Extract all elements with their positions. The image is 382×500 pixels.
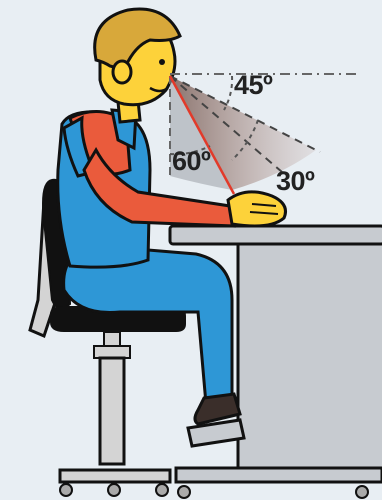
- ear: [113, 61, 131, 83]
- shoe: [195, 394, 240, 424]
- chair-caster: [60, 484, 72, 496]
- angle-label-60: 60º: [172, 148, 210, 175]
- hand: [228, 192, 286, 226]
- desk-caster: [178, 486, 190, 498]
- chair-caster: [108, 484, 120, 496]
- desk-caster: [356, 486, 368, 498]
- angle-label-45: 45º: [234, 72, 272, 99]
- angle-label-30: 30º: [276, 168, 314, 195]
- desk-top: [170, 226, 382, 244]
- chair-caster: [156, 484, 168, 496]
- chair-column: [100, 358, 124, 464]
- eye: [159, 59, 165, 65]
